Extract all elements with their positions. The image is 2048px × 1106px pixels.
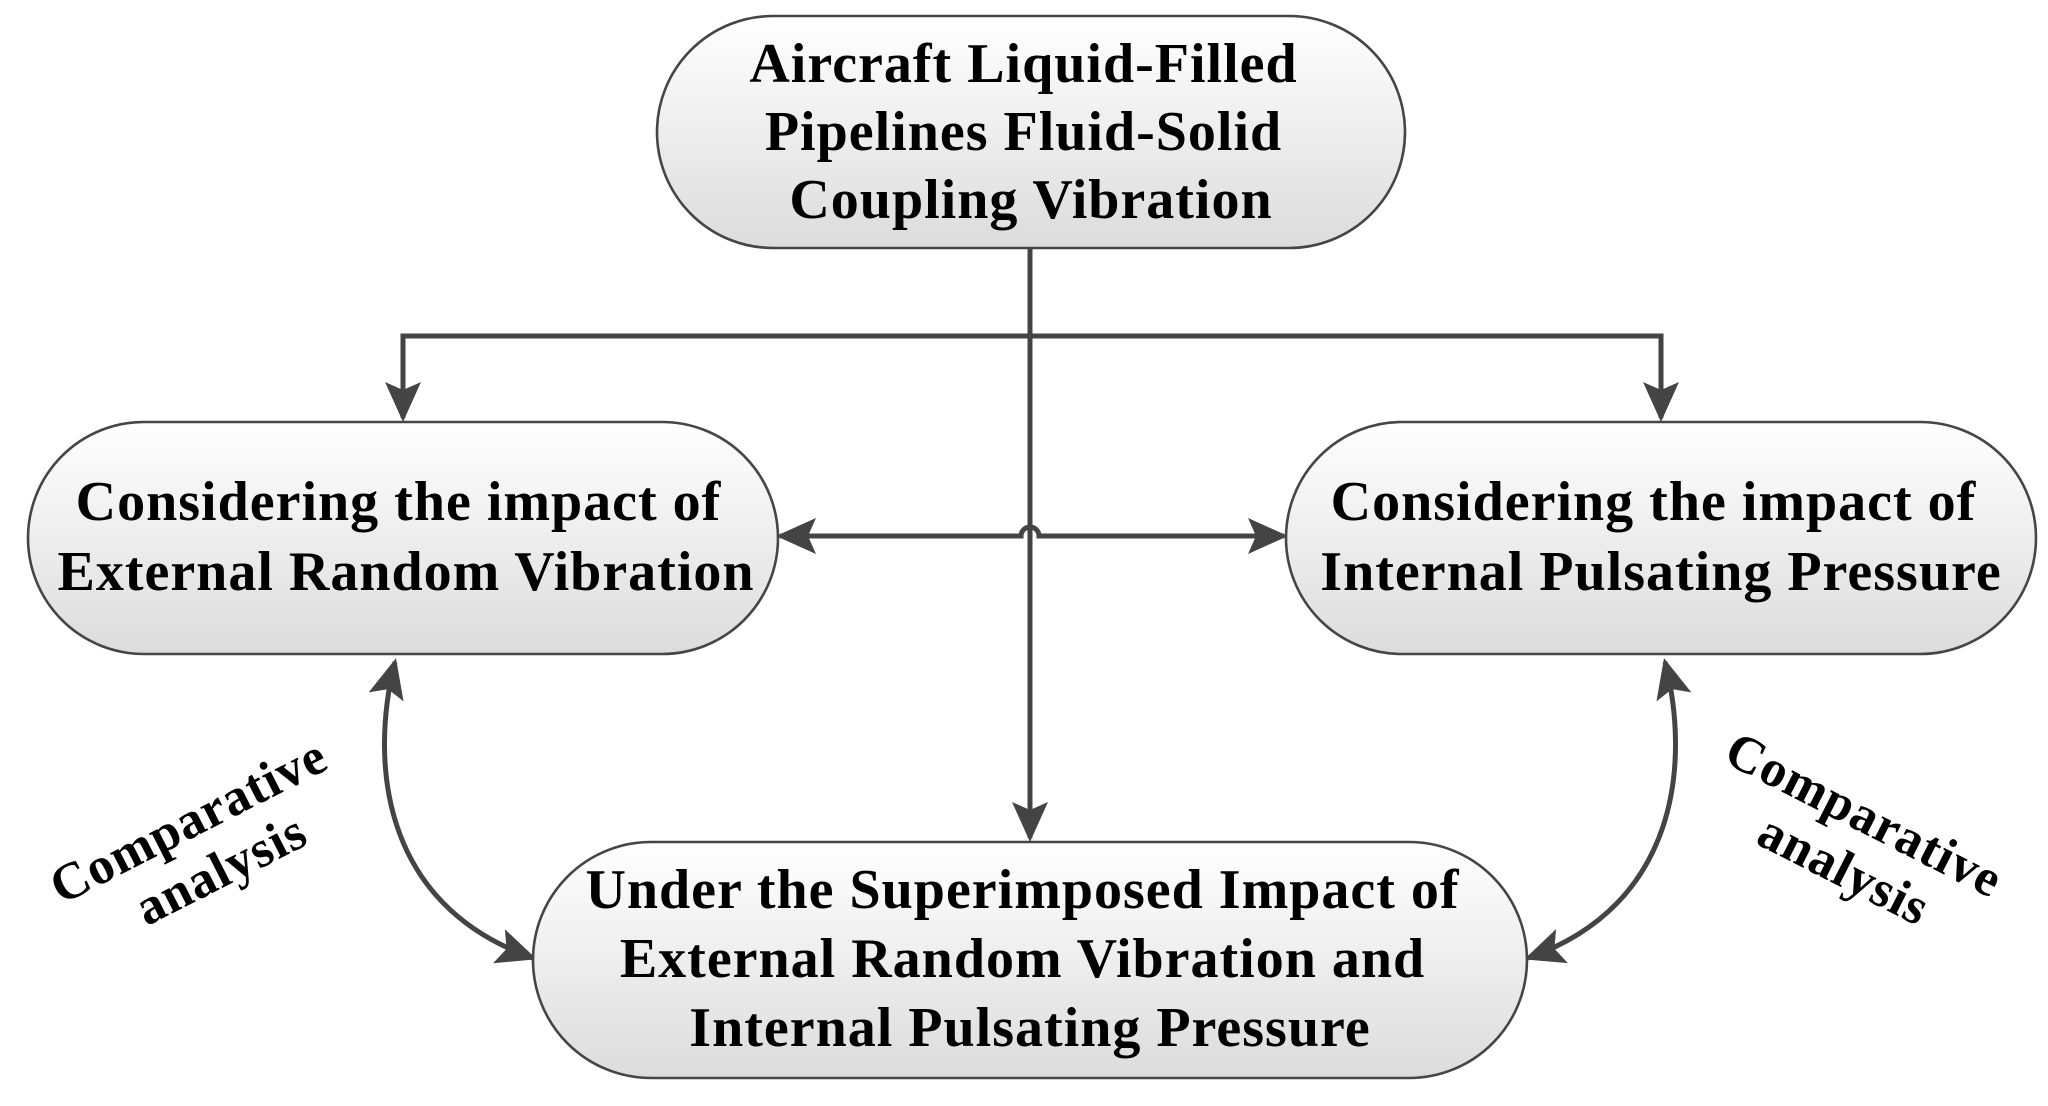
svg-text:Under the Superimposed Impact: Under the Superimposed Impact of Externa… xyxy=(585,859,1474,1059)
node-left: Considering the impact of External Rando… xyxy=(26,420,780,656)
node-bottom-line-1: Under the Superimposed Impact of xyxy=(585,859,1459,921)
connector-branch-left xyxy=(385,333,1030,423)
node-top-line-2: Pipelines Fluid-Solid xyxy=(765,101,1282,163)
svg-text:Comparative analysis: Comparative analysis xyxy=(41,721,375,967)
connector-branch-right xyxy=(1030,333,1679,423)
node-right-line-1: Considering the impact of xyxy=(1331,471,1977,533)
node-top-line-3: Coupling Vibration xyxy=(789,169,1272,231)
label-comparative-analysis-left: Comparative analysis xyxy=(41,721,375,967)
node-bottom-line-3: Internal Pulsating Pressure xyxy=(689,997,1370,1059)
label-comparative-analysis-right: Comparative analysis xyxy=(1690,721,2024,967)
node-bottom-line-2: External Random Vibration and xyxy=(620,928,1425,990)
node-left-line-1: Considering the impact of xyxy=(76,471,722,533)
node-bottom: Under the Superimposed Impact of Externa… xyxy=(531,840,1529,1080)
connector-compare-right xyxy=(1524,658,1692,964)
svg-text:Comparative analysis: Comparative analysis xyxy=(1690,721,2024,967)
connector-compare-left xyxy=(368,658,537,964)
node-top: Aircraft Liquid-Filled Pipelines Fluid-S… xyxy=(655,14,1407,250)
svg-text:Aircraft Liquid-Filled P: Aircraft Liquid-Filled Pipelines Fluid-S… xyxy=(749,33,1312,231)
node-top-line-1: Aircraft Liquid-Filled xyxy=(749,33,1297,95)
connector-left-right xyxy=(775,518,1289,554)
node-right-line-2: Internal Pulsating Pressure xyxy=(1320,541,2001,603)
node-right: Considering the impact of Internal Pulsa… xyxy=(1284,420,2038,656)
node-left-line-2: External Random Vibration xyxy=(57,541,754,603)
svg-text:Considering the impact of: Considering the impact of External Rando… xyxy=(57,471,754,603)
svg-text:Considering the impact of: Considering the impact of Internal Pulsa… xyxy=(1320,471,2001,603)
